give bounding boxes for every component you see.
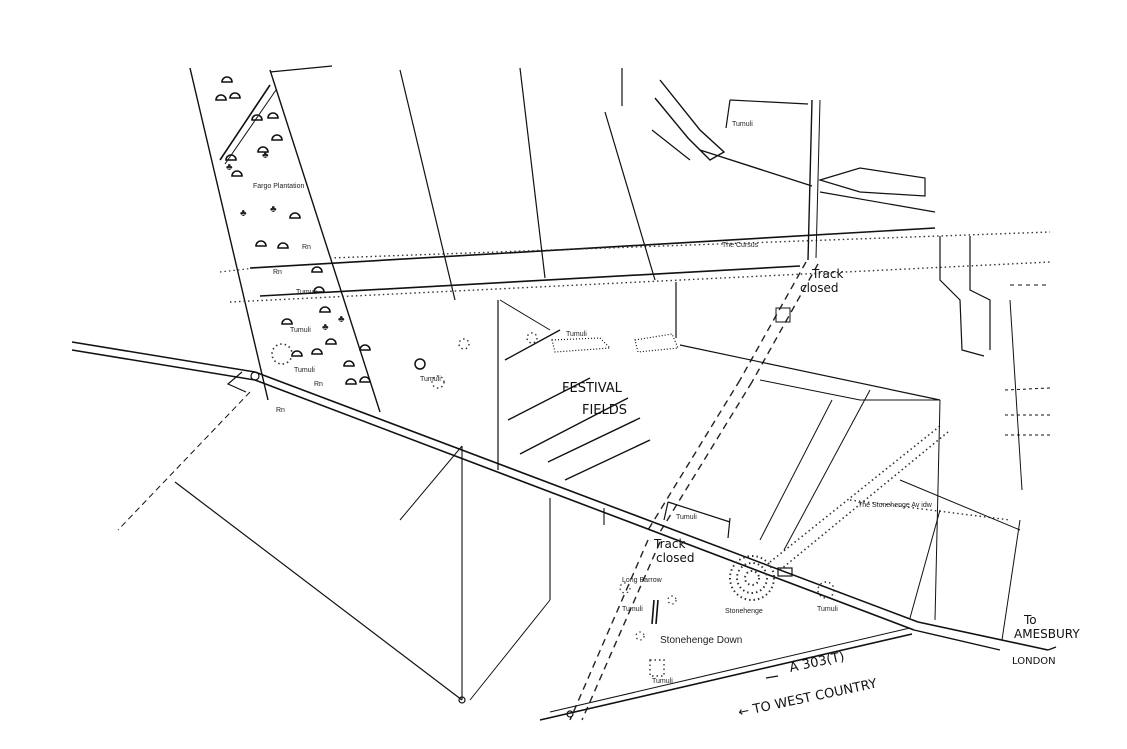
northern-plantation: Tumuli <box>651 79 936 261</box>
northern-track <box>569 261 819 721</box>
stonehenge-avenue: The Stonehenge Av idw <box>759 389 1011 571</box>
svg-text:♣: ♣ <box>226 162 233 173</box>
track-closed-north-line1: Track <box>811 267 843 281</box>
a303-label: A 303(T) <box>788 650 846 676</box>
rn-label-3: Rn <box>314 381 323 388</box>
barrow-symbols <box>271 332 835 641</box>
amesbury-label: AMESBURY <box>1014 627 1080 641</box>
cursus-label: The Cursus <box>722 242 759 249</box>
tumulus-label-6: Tumuli <box>566 331 587 338</box>
tumulus-label-1: Tumuli <box>296 289 317 296</box>
west-country-label-group: ← TO WEST COUNTRY <box>737 676 878 720</box>
svg-text:♣: ♣ <box>240 208 247 219</box>
tumulus-label-5: Tumuli <box>732 121 753 128</box>
fargo-plantation-label: Fargo Plantation <box>253 183 304 190</box>
stonehenge-down-label: Stonehenge Down <box>660 635 742 646</box>
eastern-boundaries <box>860 236 1051 641</box>
track-closed-north-line2: closed <box>800 281 839 295</box>
tumulus-label-8: Tumuli <box>622 606 643 613</box>
festival-label-line1: FESTIVAL <box>562 381 623 396</box>
svg-text:♣: ♣ <box>262 150 269 161</box>
track-closed-south-line1: Track <box>653 537 685 551</box>
to-label: To <box>1023 613 1037 627</box>
barrow-label: Tumuli <box>817 606 838 613</box>
cursus-earthwork <box>219 227 1051 303</box>
festival-fields-area: Tumuli <box>499 299 941 481</box>
rn-label-4: Rn <box>276 407 285 414</box>
stonehenge-label: Stonehenge <box>725 608 763 615</box>
field-boundaries-south: Tumuli <box>117 391 731 701</box>
barrow-cluster-south <box>649 599 665 677</box>
tumulus-label-9: Tumuli <box>652 678 673 685</box>
fargo-plantation-strip <box>189 65 381 413</box>
svg-text:♣: ♣ <box>338 314 345 325</box>
tumulus-label-3: Tumuli <box>294 367 315 374</box>
tumulus-label-7: Tumuli <box>676 514 697 521</box>
tumulus-label-2: Tumuli <box>290 327 311 334</box>
a303-road <box>71 341 1057 721</box>
london-label: LONDON <box>1012 656 1056 667</box>
west-country-label: ← TO WEST COUNTRY <box>737 676 878 720</box>
stonehenge-monument <box>729 555 793 601</box>
svg-text:♣: ♣ <box>270 204 277 215</box>
tumulus-label-4: Tumuli <box>420 376 441 383</box>
rn-label-2: Rn <box>273 269 282 276</box>
long-barrow-label: Long Barrow <box>622 577 663 584</box>
festival-label-line2: FIELDS <box>582 403 627 418</box>
track-closed-south-line2: closed <box>656 551 695 565</box>
tree-symbols: ♣ ♣ ♣ ♣ ♣ ♣ <box>215 76 371 385</box>
svg-text:♣: ♣ <box>322 322 329 333</box>
field-boundaries-north <box>399 67 677 470</box>
rn-label-1: Rn <box>302 244 311 251</box>
avenue-label: The Stonehenge Av idw <box>858 502 933 509</box>
a303-label-group: A 303(T) <box>788 650 846 676</box>
